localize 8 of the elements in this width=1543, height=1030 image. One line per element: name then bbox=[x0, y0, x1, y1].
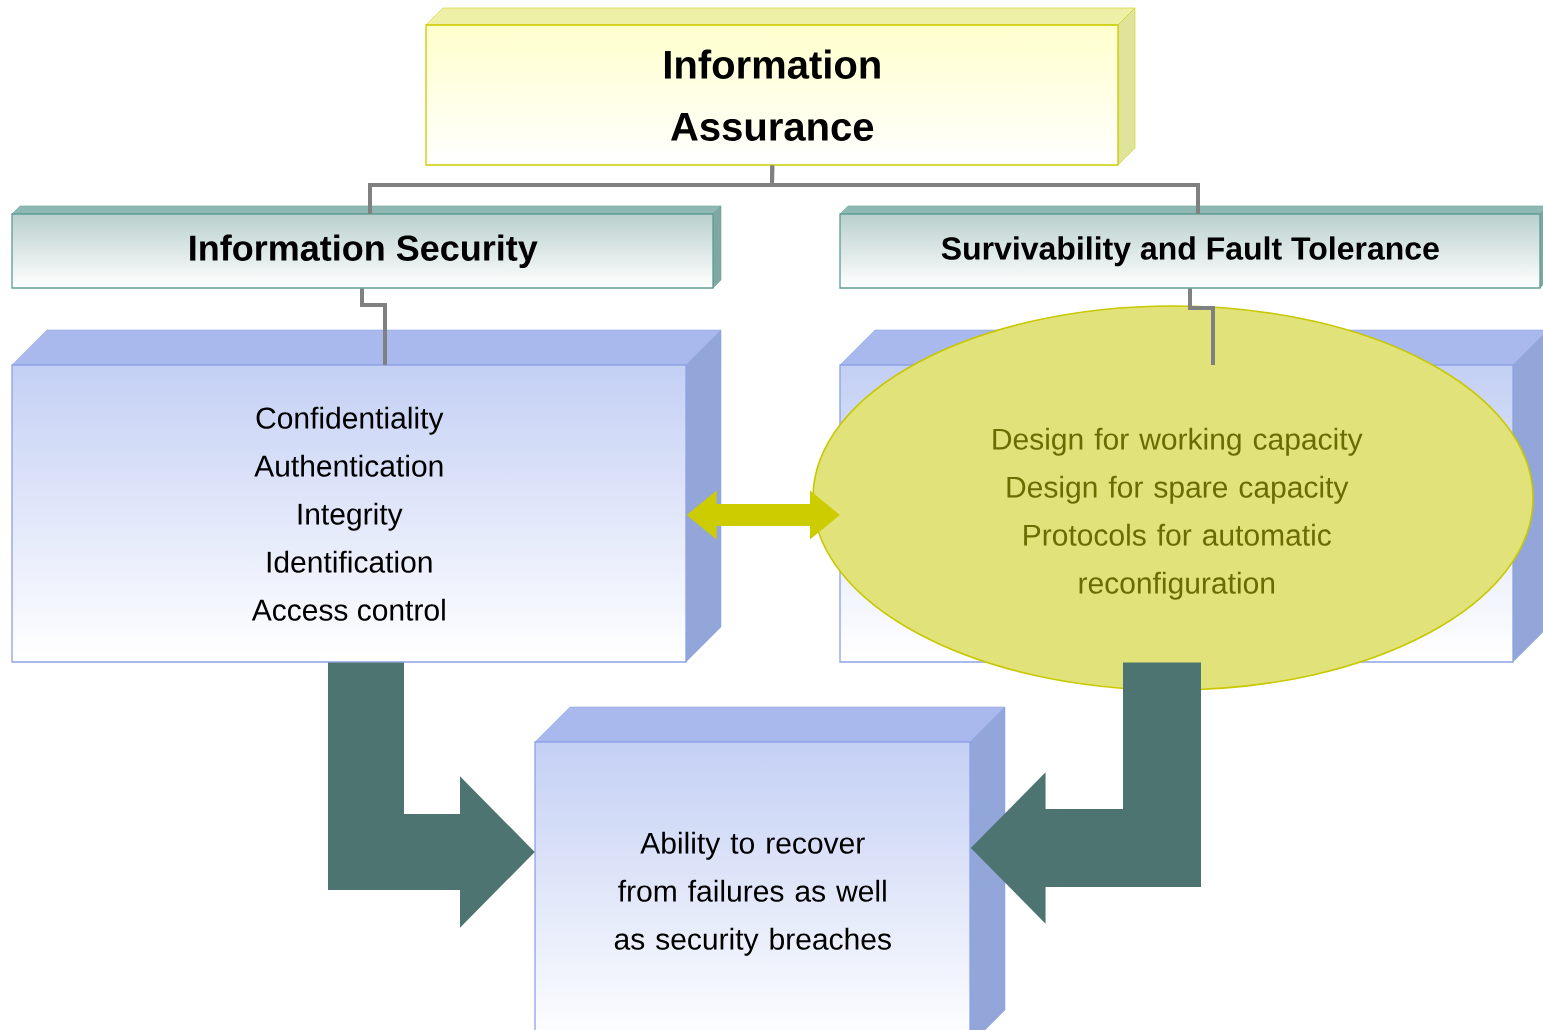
connector-line bbox=[770, 165, 1200, 214]
highlighted-box: Design for working capacity Design for spare capacity Protocols for automatic reconfiguration bbox=[812, 305, 1543, 691]
content-box: Confidentiality Authentication Integrity Identification Access control bbox=[11, 329, 722, 663]
category-band: Information Security bbox=[11, 205, 722, 289]
connector-line bbox=[360, 288, 387, 365]
result-box: Ability to recover from failures as well as security breaches bbox=[534, 706, 1006, 1030]
category-band: Survivability and Fault Tolerance bbox=[839, 205, 1543, 289]
title-box: Information Assurance bbox=[425, 7, 1136, 166]
